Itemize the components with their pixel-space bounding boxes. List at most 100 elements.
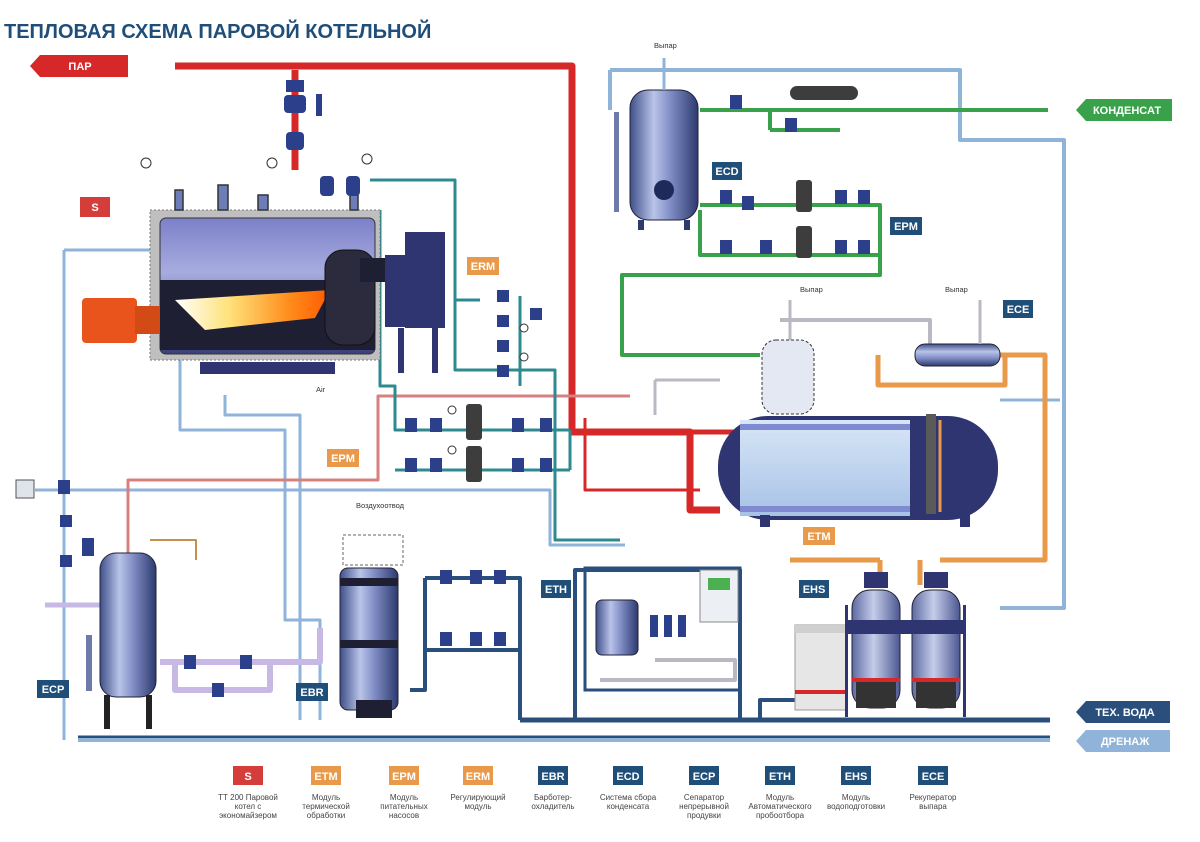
feed-pump-module — [405, 404, 552, 482]
legend-text: Барботер-охладитель — [531, 793, 574, 811]
tag-eth: ETH — [541, 580, 571, 598]
svg-text:ETM: ETM — [807, 531, 830, 543]
svg-text:ECD: ECD — [715, 166, 738, 178]
svg-text:EHS: EHS — [803, 584, 826, 596]
air-label: Air — [316, 385, 326, 394]
tag-ebr: EBR — [296, 683, 328, 701]
tag-ecd: ECD — [712, 162, 742, 180]
svg-text:S: S — [244, 771, 251, 783]
tag-epm-left: EPM — [327, 449, 359, 467]
tech-water-arrow: ТЕХ. ВОДА — [1076, 701, 1170, 723]
tag-etm: ETM — [803, 527, 835, 545]
tag-ecp: ECP — [37, 680, 69, 698]
svg-text:ECP: ECP — [42, 684, 65, 696]
svg-text:ETM: ETM — [314, 771, 337, 783]
tech-water-pipe — [410, 576, 522, 720]
steam-arrow-label: ПАР — [68, 61, 91, 73]
svg-text:ECE: ECE — [1007, 304, 1030, 316]
legend-item: EBR Барботер-охладитель — [531, 766, 575, 811]
drain-arrow-label: ДРЕНАЖ — [1101, 736, 1149, 748]
svg-text:ETH: ETH — [545, 584, 567, 596]
svg-text:EHS: EHS — [845, 771, 868, 783]
condensate-arrow-label: КОНДЕНСАТ — [1093, 105, 1161, 117]
condensate-arrow: КОНДЕНСАТ — [1076, 99, 1172, 121]
drain-pipe — [35, 488, 625, 547]
svg-text:ETH: ETH — [769, 771, 791, 783]
drain-pipe — [223, 395, 302, 720]
steam-boiler: Air — [82, 80, 445, 394]
drain-pipe — [62, 248, 150, 740]
air-vent-label: Воздухоотвод — [356, 501, 405, 510]
feed-control-module — [497, 290, 542, 377]
svg-text:ECP: ECP — [693, 771, 716, 783]
tag-erm: ERM — [467, 257, 499, 275]
tech-water-pipe — [758, 698, 800, 720]
svg-text:ERM: ERM — [471, 261, 495, 273]
auxiliary-pipe — [600, 658, 737, 682]
tag-s: S — [80, 197, 110, 217]
steam-valve-icon — [284, 80, 360, 196]
drain-pipe — [610, 68, 1066, 610]
steam-arrow: ПАР — [30, 55, 128, 77]
steam-pipe — [175, 62, 720, 514]
svg-text:EPM: EPM — [894, 221, 918, 233]
pump-icon — [466, 404, 482, 482]
deaerator — [718, 339, 998, 527]
svg-text:EBR: EBR — [300, 687, 323, 699]
condensate-pipe — [768, 110, 840, 132]
tech-water-arrow-label: ТЕХ. ВОДА — [1095, 707, 1154, 719]
water-treatment — [794, 572, 966, 717]
svg-text:EPM: EPM — [392, 771, 416, 783]
svg-text:EBR: EBR — [541, 771, 564, 783]
svg-text:ECD: ECD — [616, 771, 639, 783]
auxiliary-pipe — [780, 318, 932, 345]
blowdown-pipe — [160, 628, 323, 693]
condensate-pipe — [620, 203, 882, 357]
svg-text:EPM: EPM — [331, 453, 355, 465]
steam-pipe — [583, 418, 700, 492]
feed-water-pipe — [875, 352, 1048, 563]
svg-text:ERM: ERM — [466, 771, 490, 783]
ece-vent-label: Выпар — [945, 285, 968, 294]
auxiliary-pipe — [653, 378, 720, 415]
drain-arrow: ДРЕНАЖ — [1076, 730, 1170, 752]
pipes — [35, 62, 1066, 742]
sampling-module — [583, 566, 742, 692]
blowdown-pipe — [150, 539, 197, 560]
steam-pipe — [126, 394, 630, 560]
vapor-recuperator: Выпар Выпар — [788, 285, 1001, 367]
svg-text:S: S — [91, 202, 98, 214]
deaerator-vent-label: Выпар — [800, 285, 823, 294]
ecd-vent-label: Выпар — [654, 41, 677, 50]
condensate-tank: Выпар — [614, 41, 870, 258]
feed-control-pipe — [370, 178, 620, 542]
page-title: ТЕПЛОВАЯ СХЕМА ПАРОВОЙ КОТЕЛЬНОЙ — [4, 19, 431, 43]
tag-ece: ECE — [1003, 300, 1033, 318]
svg-text:ECE: ECE — [922, 771, 945, 783]
pump-icon — [796, 180, 812, 258]
blowdown-separator — [15, 479, 252, 729]
tag-ehs: EHS — [799, 580, 829, 598]
burner-icon — [82, 298, 160, 343]
tag-epm-right: EPM — [890, 217, 922, 235]
pressure-gauge-icon — [140, 153, 373, 169]
